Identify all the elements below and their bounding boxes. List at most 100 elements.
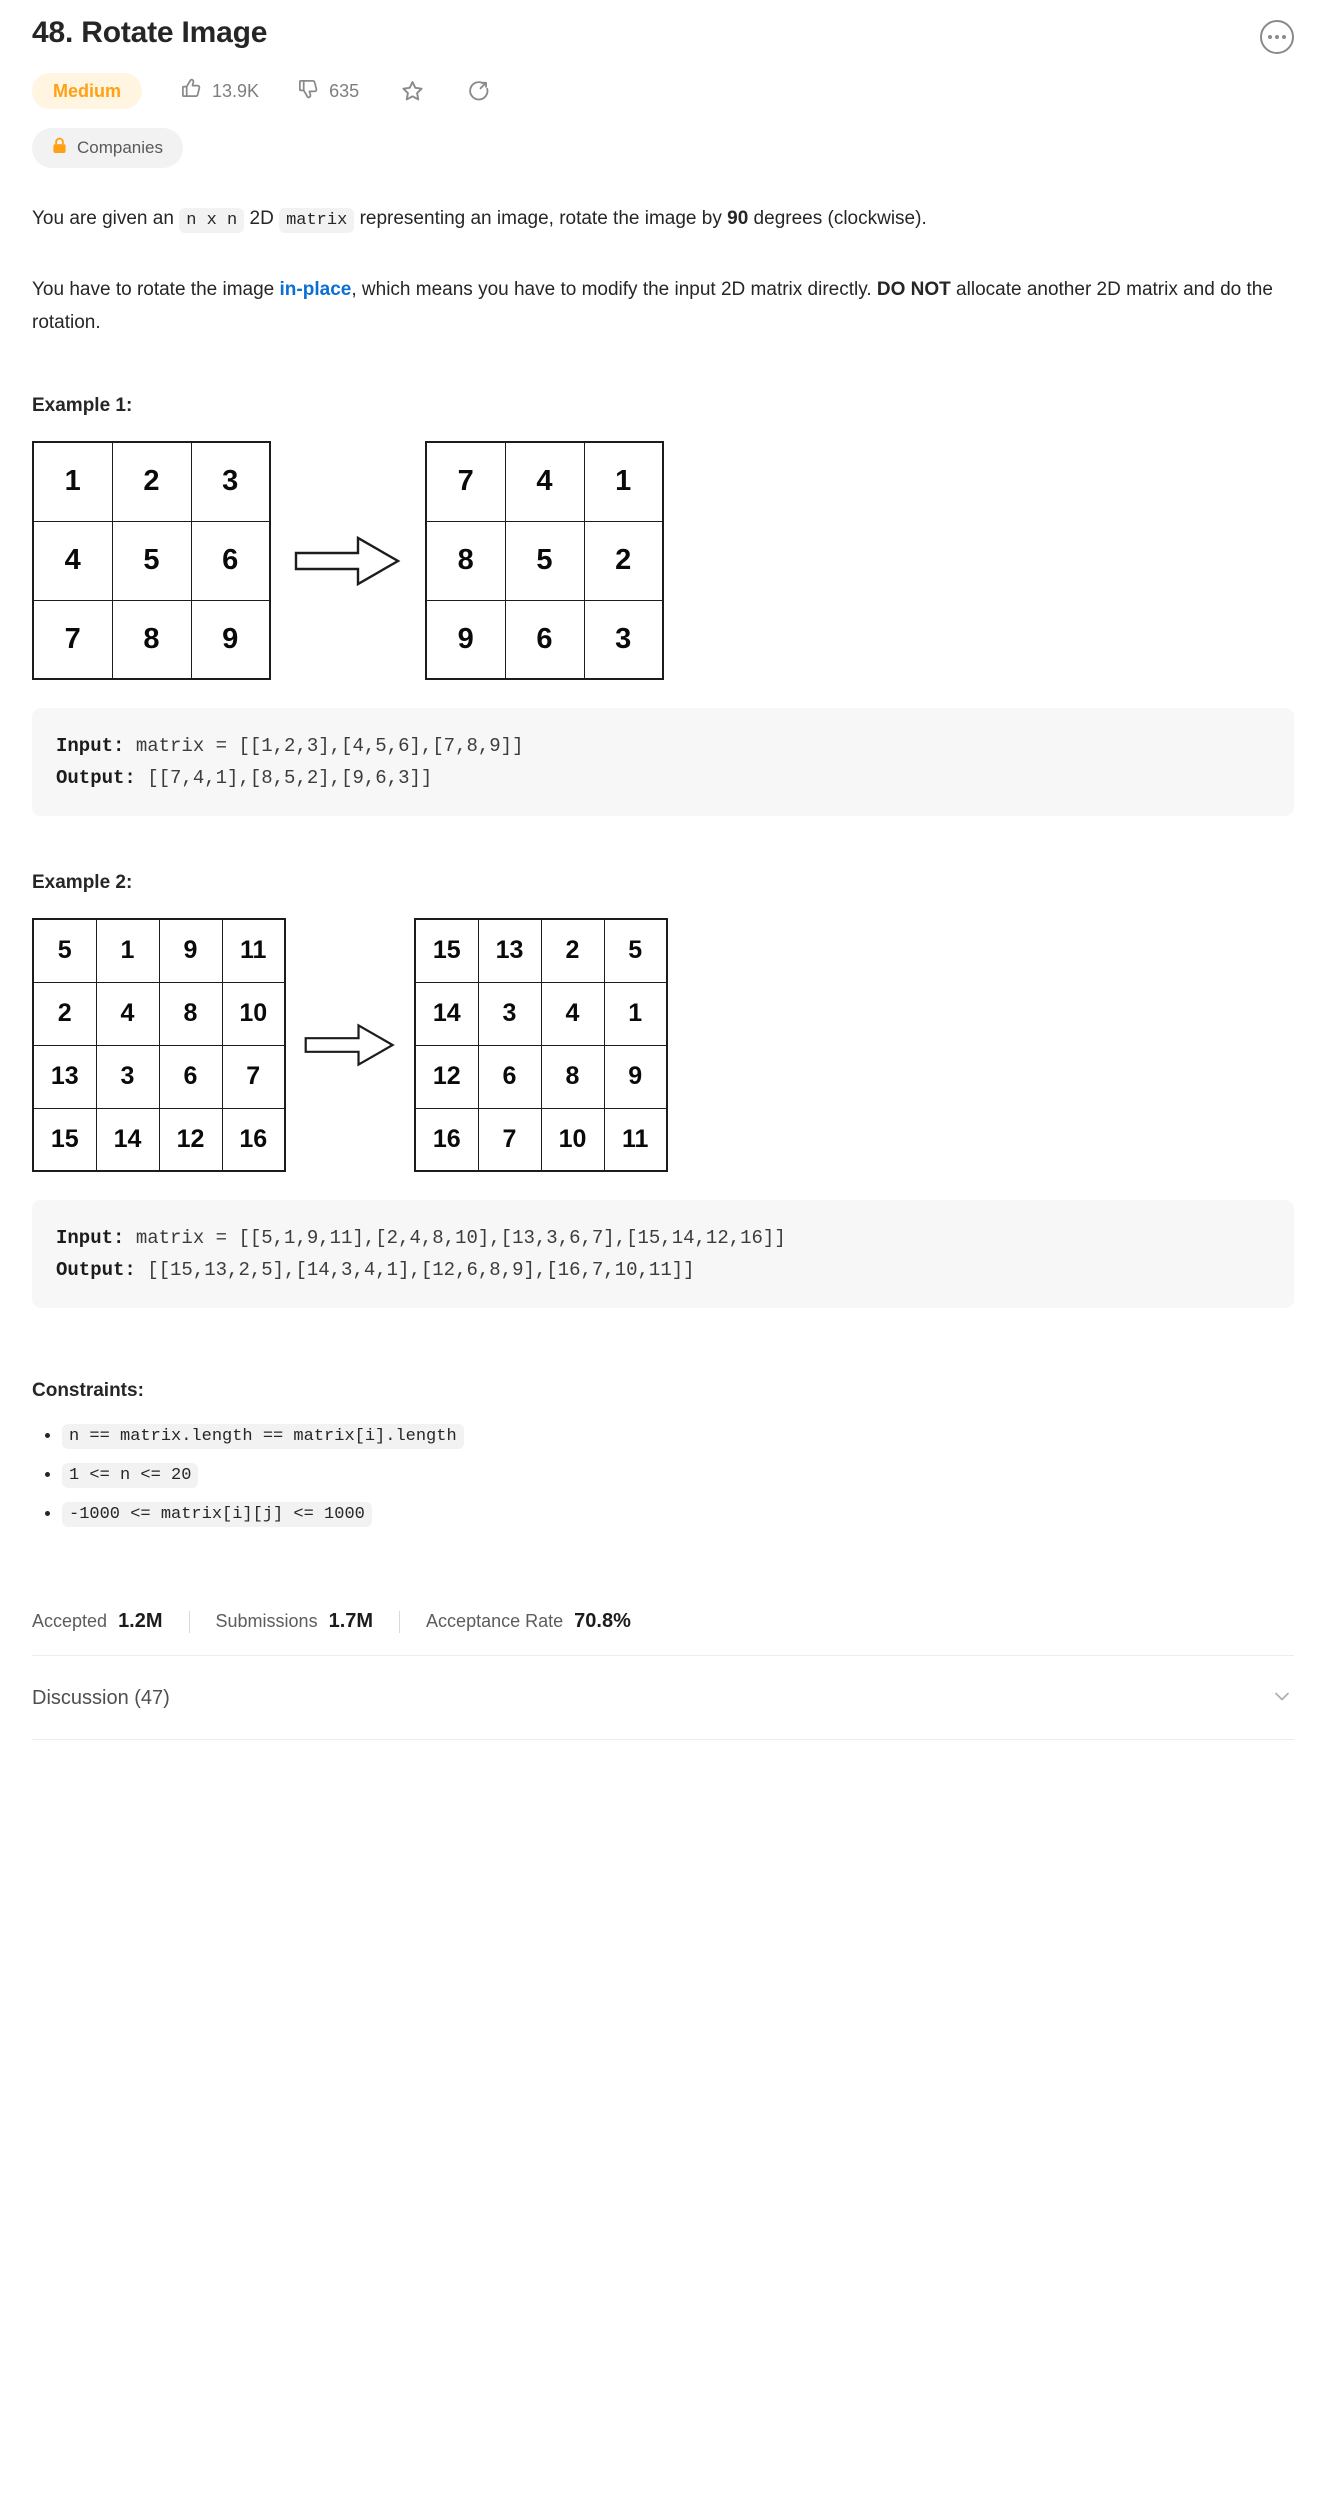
matrix-cell: 12 [158, 1107, 223, 1172]
matrix-cell: 1 [603, 981, 668, 1046]
matrix-cell: 10 [540, 1107, 605, 1172]
desc-bold-donot: DO NOT [876, 279, 951, 300]
matrix-cell: 6 [158, 1044, 223, 1109]
acceptance-label: Acceptance Rate [426, 1611, 564, 1631]
matrix-cell: 16 [414, 1107, 479, 1172]
constraint-code: -1000 <= matrix[i][j] <= 1000 [62, 1502, 372, 1527]
likes-metric[interactable]: 13.9K [180, 77, 259, 105]
inline-code-nxn: n x n [179, 208, 245, 233]
constraints-title: Constraints: [32, 1380, 144, 1401]
matrix-cell: 2 [583, 520, 664, 601]
constraint-code: 1 <= n <= 20 [62, 1463, 199, 1488]
submissions-stat: Submissions 1.7M [216, 1610, 374, 1633]
matrix-cell: 13 [32, 1044, 97, 1109]
desc-text: representing an image, rotate the image … [354, 208, 728, 229]
output-label: Output: [56, 767, 136, 789]
divider [399, 1610, 401, 1633]
share-icon[interactable] [466, 78, 492, 104]
likes-count: 13.9K [212, 80, 260, 101]
difficulty-badge[interactable]: Medium [32, 73, 143, 109]
list-item: n == matrix.length == matrix[i].length [62, 1424, 1294, 1449]
example-1-code-block: Input: matrix = [[1,2,3],[4,5,6],[7,8,9]… [32, 708, 1294, 816]
matrix-cell: 11 [221, 918, 286, 983]
input-value: matrix = [[1,2,3],[4,5,6],[7,8,9]] [124, 735, 524, 757]
star-icon[interactable] [399, 78, 426, 105]
accepted-label: Accepted [32, 1611, 108, 1631]
matrix-cell: 13 [477, 918, 542, 983]
matrix-cell: 1 [583, 441, 664, 522]
matrix-cell: 11 [603, 1107, 668, 1172]
problem-page: 48. Rotate Image Medium 13.9K [0, 0, 1326, 1740]
example-2-code-block: Input: matrix = [[5,1,9,11],[2,4,8,10],[… [32, 1200, 1294, 1308]
discussion-section[interactable]: Discussion (47) [32, 1656, 1294, 1740]
output-label: Output: [56, 1259, 136, 1281]
dot [1282, 35, 1286, 39]
submissions-label: Submissions [215, 1611, 318, 1631]
description-paragraph-2: You have to rotate the image in-place, w… [32, 273, 1294, 339]
companies-chip[interactable]: Companies [32, 128, 183, 168]
thumbs-up-icon [180, 77, 203, 105]
in-place-link[interactable]: in-place [279, 279, 352, 300]
matrix-cell: 4 [95, 981, 160, 1046]
desc-text: You are given an [32, 208, 180, 229]
matrix-cell: 7 [221, 1044, 286, 1109]
matrix-cell: 6 [504, 599, 585, 680]
acceptance-value: 70.8% [574, 1610, 631, 1632]
matrix-cell: 8 [111, 599, 192, 680]
ellipsis-circle-icon[interactable] [1260, 20, 1294, 54]
constraint-code: n == matrix.length == matrix[i].length [62, 1424, 464, 1449]
acceptance-stat: Acceptance Rate 70.8% [426, 1610, 631, 1633]
example-1-title: Example 1: [32, 395, 133, 416]
list-item: 1 <= n <= 20 [62, 1463, 1294, 1488]
matrix-cell: 10 [221, 981, 286, 1046]
matrix-cell: 4 [32, 520, 113, 601]
input-label: Input: [56, 1227, 125, 1249]
desc-bold-90: 90 [727, 208, 749, 229]
matrix-cell: 4 [504, 441, 585, 522]
accepted-stat: Accepted 1.2M [32, 1610, 163, 1633]
matrix-cell: 15 [414, 918, 479, 983]
matrix-cell: 4 [540, 981, 605, 1046]
matrix-cell: 3 [583, 599, 664, 680]
page-title: 48. Rotate Image [32, 16, 268, 49]
matrix-cell: 15 [32, 1107, 97, 1172]
example-2-title: Example 2: [32, 872, 133, 893]
desc-text: allocate another 2D matrix and do the ro… [32, 279, 1273, 333]
matrix-cell: 7 [32, 599, 113, 680]
matrix-cell: 8 [158, 981, 223, 1046]
desc-text: , which means you have to modify the inp… [351, 279, 877, 300]
matrix-cell: 3 [190, 441, 271, 522]
matrix-cell: 5 [111, 520, 192, 601]
matrix-cell: 2 [540, 918, 605, 983]
discussion-label: Discussion (47) [32, 1687, 170, 1709]
divider [188, 1610, 190, 1633]
matrix-cell: 9 [425, 599, 506, 680]
chevron-down-icon[interactable] [1270, 1684, 1294, 1713]
dislikes-metric[interactable]: 635 [297, 77, 359, 105]
matrix-cell: 3 [477, 981, 542, 1046]
stats-row: Accepted 1.2M Submissions 1.7M Acceptanc… [32, 1610, 1294, 1656]
inline-code-matrix: matrix [279, 208, 355, 233]
matrix-cell: 8 [425, 520, 506, 601]
meta-row: Medium 13.9K 635 [32, 70, 1294, 112]
accepted-value: 1.2M [118, 1610, 163, 1632]
matrix-cell: 9 [190, 599, 271, 680]
matrix-cell: 16 [221, 1107, 286, 1172]
matrix-cell: 5 [603, 918, 668, 983]
matrix-cell: 2 [32, 981, 97, 1046]
